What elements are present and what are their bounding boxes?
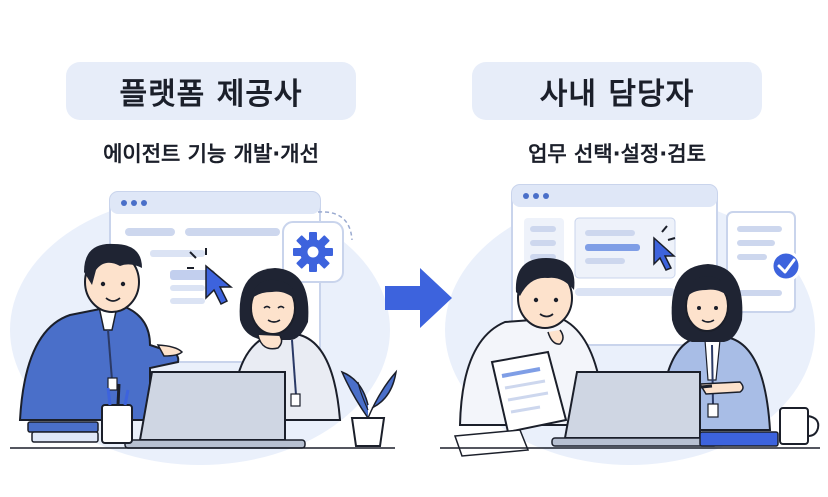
right-subtitle: 업무 선택·설정·검토 xyxy=(528,142,706,166)
left-man xyxy=(18,243,184,421)
book-stack xyxy=(27,421,99,443)
gear-icon xyxy=(293,232,333,272)
checklist-card xyxy=(726,211,796,313)
document-sheet xyxy=(490,350,568,434)
plant-icon xyxy=(340,369,398,447)
right-title-pill: 사내 담당자 xyxy=(472,62,762,120)
right-cursor-icon xyxy=(653,225,676,271)
mug-icon xyxy=(779,407,820,445)
left-subtitle: 에이전트 기능 개발·개선 xyxy=(103,142,319,166)
cursor-icon xyxy=(187,248,234,306)
notebook xyxy=(699,431,779,447)
left-title: 플랫폼 제공사 xyxy=(119,77,303,112)
checkmark-icon xyxy=(770,250,802,282)
laptop-icon xyxy=(124,371,306,449)
pen-cup xyxy=(101,383,133,444)
right-title: 사내 담당자 xyxy=(539,77,695,112)
right-laptop-icon xyxy=(551,371,718,447)
arrow-right-icon xyxy=(385,268,452,328)
left-title-pill: 플랫폼 제공사 xyxy=(66,62,356,120)
paper-on-desk xyxy=(453,429,530,457)
